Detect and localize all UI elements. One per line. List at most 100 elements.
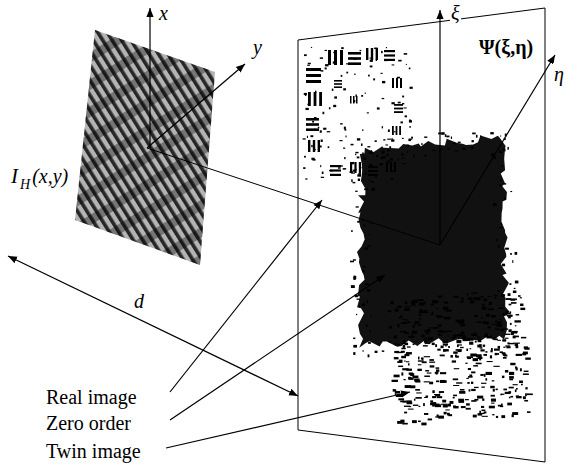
twin-image-mark: [513, 384, 518, 385]
real-image-speckle-mark: [340, 165, 343, 166]
optical-axis: [147, 148, 440, 245]
twin-image-mark: [490, 355, 492, 358]
twin-image-mark: [506, 311, 509, 314]
real-image-speckle-mark: [406, 64, 407, 65]
twin-image-mark: [423, 403, 425, 406]
twin-image-mark: [458, 334, 463, 336]
twin-image-mark: [421, 357, 423, 359]
twin-image-mark: [437, 349, 440, 351]
real-image-speckle-mark: [392, 64, 395, 65]
real-image-speckle-mark: [322, 172, 324, 174]
twin-image-mark: [477, 321, 483, 322]
real-image-speckle-mark: [303, 167, 305, 169]
y-axis: [147, 64, 245, 148]
subscript: H: [19, 177, 31, 192]
twin-image-mark: [500, 351, 503, 353]
twin-image-mark: [482, 398, 484, 400]
twin-image-mark: [461, 406, 466, 408]
real-image-speckle-mark: [402, 96, 404, 98]
real-image-speckle-mark: [353, 182, 356, 183]
twin-image-mark: [394, 357, 399, 359]
twin-image-mark: [518, 295, 521, 297]
twin-image-mark: [436, 315, 441, 316]
twin-image-mark: [524, 400, 528, 402]
real-image-speckle-mark: [361, 143, 363, 145]
twin-image-mark: [513, 343, 519, 344]
twin-image-mark: [509, 372, 514, 375]
real-image-speckle-mark: [323, 128, 326, 130]
twin-image-mark: [467, 293, 469, 295]
twin-image-mark: [524, 371, 529, 372]
real-image-speckle-mark: [353, 58, 356, 60]
zero-order-speckle-mark: [353, 276, 355, 279]
twin-image-mark: [397, 421, 402, 424]
twin-image-mark: [413, 405, 418, 406]
real-image-mark: [348, 57, 361, 60]
real-image-speckle-mark: [315, 91, 316, 93]
zero-order-speckle-mark: [503, 149, 506, 152]
zero-order-speckle-mark: [372, 153, 373, 154]
twin-image-mark: [412, 420, 417, 423]
twin-image-mark: [443, 344, 448, 346]
twin-image-mark: [483, 321, 487, 324]
real-image-speckle-mark: [340, 140, 343, 141]
zero-order-speckle-mark: [413, 343, 415, 345]
real-image-speckle-mark: [355, 95, 356, 97]
real-image-speckle-mark: [314, 149, 316, 150]
real-image-speckle-mark: [402, 158, 405, 159]
twin-image-mark: [494, 349, 500, 351]
twin-image-mark: [454, 368, 459, 369]
twin-image-mark: [397, 324, 399, 327]
zero-order-speckle-mark: [458, 142, 461, 144]
twin-image-mark: [461, 319, 464, 321]
twin-image-mark: [427, 329, 431, 332]
zero-order-speckle-mark: [498, 346, 500, 349]
zero-order-speckle-mark: [425, 155, 427, 157]
twin-image-mark: [437, 396, 443, 398]
real-image-mark: [368, 166, 378, 168]
real-image-speckle-mark: [320, 165, 321, 167]
twin-image-mark: [403, 345, 405, 347]
zero-order-speckle-mark: [441, 132, 444, 135]
twin-image-mark: [419, 302, 424, 305]
real-image-mark: [306, 68, 321, 71]
twin-image-mark: [505, 338, 509, 339]
twin-image-mark: [415, 397, 421, 399]
real-image-mark: [356, 96, 358, 104]
zero-order-speckle-mark: [365, 283, 369, 285]
zero-order-speckle-mark: [500, 179, 501, 182]
x-axis: [149, 8, 150, 148]
real-image-mark: [334, 86, 342, 88]
twin-image-mark: [430, 365, 435, 367]
real-image-speckle-mark: [360, 50, 362, 51]
real-image-speckle-mark: [398, 159, 399, 160]
intensity-arguments: (x,y): [31, 165, 69, 187]
real-image-mark: [350, 96, 352, 104]
zero-order-speckle-mark: [359, 305, 360, 307]
real-image-speckle-mark: [319, 145, 322, 147]
twin-image-mark: [414, 399, 416, 401]
real-image-speckle-mark: [410, 87, 413, 89]
zero-order-speckle-mark: [491, 153, 493, 155]
twin-image-mark: [492, 324, 497, 325]
real-image-mark: [306, 80, 321, 83]
twin-image-mark: [418, 364, 422, 365]
twin-image-mark: [509, 397, 511, 399]
twin-image-mark: [445, 409, 449, 410]
twin-image-mark: [480, 374, 483, 376]
twin-image-mark: [515, 345, 518, 348]
real-image-speckle-mark: [404, 53, 407, 55]
twin-image-mark: [505, 345, 510, 346]
real-image-speckle-mark: [306, 123, 307, 125]
real-image-speckle-mark: [387, 150, 390, 152]
twin-image-mark: [438, 330, 443, 332]
twin-image-mark: [421, 423, 426, 426]
real-image-speckle-mark: [387, 154, 389, 156]
twin-image-mark: [432, 300, 438, 303]
zero-order-speckle-mark: [401, 153, 403, 156]
twin-image-mark: [453, 405, 456, 407]
zero-order-speckle-mark: [496, 239, 498, 241]
real-image-speckle-mark: [346, 63, 349, 64]
twin-image-mark: [408, 336, 414, 338]
zero-order-speckle-mark: [366, 325, 369, 327]
